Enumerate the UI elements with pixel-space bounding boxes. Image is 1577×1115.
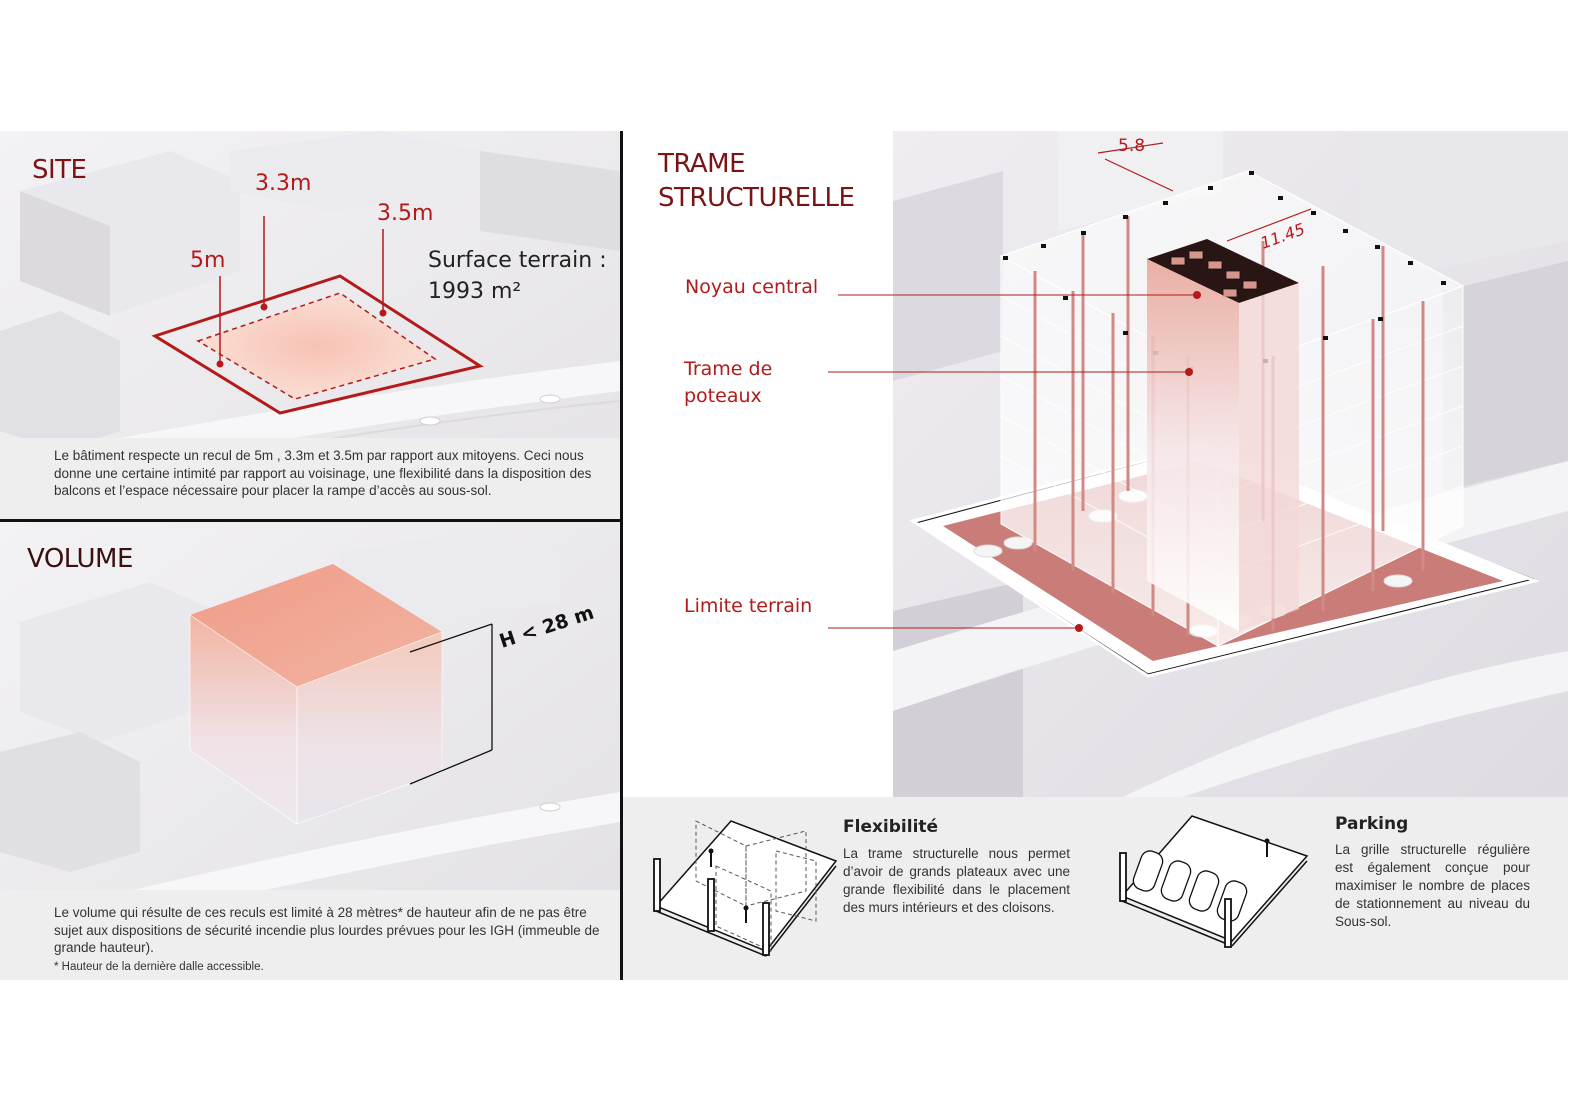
site-bottom-divider [0,519,620,522]
dim-top-label: 3.3m [255,171,312,196]
site-caption: Le bâtiment respecte un recul de 5m , 3.… [54,448,592,498]
surface-label: Surface terrain : [428,248,607,273]
flexibilite-title: Flexibilité [843,817,939,837]
callout-noyau: Noyau central [685,276,819,298]
volume-caption-box [0,890,620,980]
dim-left-label: 5m [190,248,226,273]
trame-title-line1: TRAME [658,149,746,179]
callout-poteaux-line2: poteaux [684,385,762,407]
volume-caption: Le volume qui résulte de ces reculs est … [54,905,600,955]
volume-panel: H < 28 m VOLUME Le volume qui résulte de… [0,522,620,980]
panel-divider [620,131,623,980]
callout-poteaux-line1: Trame de [684,358,773,380]
parking-text: La grille structurelle régulière est éga… [1335,842,1530,929]
parking-diagram [1119,815,1309,948]
callout-limite: Limite terrain [684,595,813,617]
flexibilite-text: La trame structurelle nous permet d’avoi… [843,846,1070,915]
dim-right-label: 3.5m [377,201,434,226]
volume-title: VOLUME [27,544,133,574]
site-caption-box [0,438,620,519]
site-title: SITE [32,155,87,185]
trame-panel: 5.8 11.45 TRAME STRUCTURELLE Noyau centr… [623,131,1568,797]
parking-title: Parking [1335,814,1409,834]
trame-axonometric-drawing: 5.8 11.45 [828,131,1568,797]
flexibilite-diagram [653,820,838,957]
bottom-strip: Flexibilité La trame structurelle nous p… [623,797,1568,980]
dim-a-label: 5.8 [1118,136,1145,156]
site-panel: SITE 3.3m 3.5m 5m Surface terrain : 1993… [0,131,620,519]
surface-value: 1993 m² [428,279,522,304]
trame-title-line2: STRUCTURELLE [658,183,855,213]
volume-footnote: * Hauteur de la dernière dalle accessibl… [54,961,264,973]
